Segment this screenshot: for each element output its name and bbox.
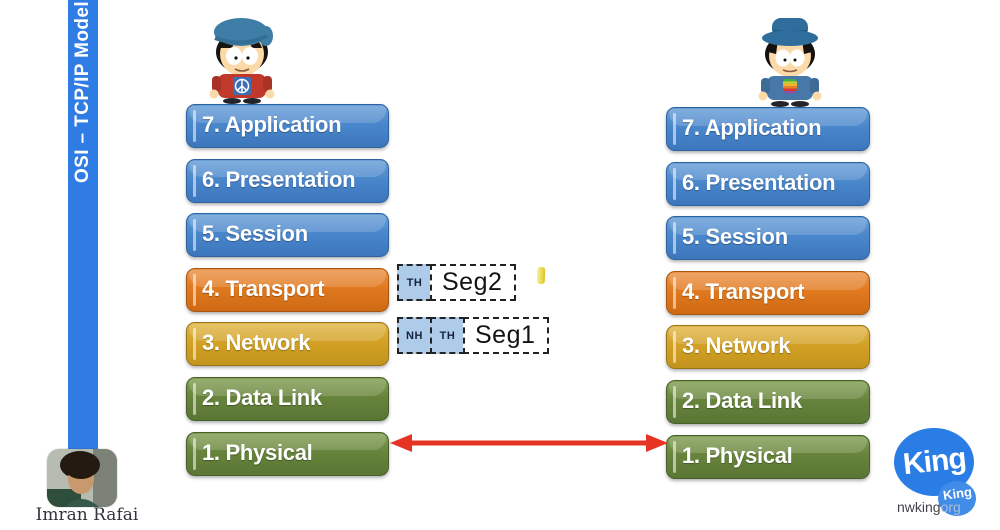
segment-headers: NH TH — [397, 317, 465, 354]
yellow-marker-icon — [536, 266, 546, 285]
osi-layer-label: 1. Physical — [682, 442, 793, 468]
osi-layer-label: 1. Physical — [202, 439, 313, 465]
osi-layer-label: 2. Data Link — [202, 385, 322, 411]
osi-layer-label: 7. Application — [202, 112, 342, 138]
channel-logo-label: King — [901, 441, 967, 482]
segment-label: Seg1 — [463, 317, 550, 354]
presenter-name: Imran Rafai — [35, 505, 139, 525]
osi-layer: 4. Transport — [666, 270, 870, 315]
title-banner-label: OSI – TCP/IP Model — [72, 0, 93, 184]
pdu-header-cell: TH — [430, 317, 465, 354]
osi-layer-label: 5. Session — [202, 221, 308, 247]
osi-layer-label: 4. Transport — [682, 279, 805, 305]
osi-layer: 7. Application — [186, 104, 389, 148]
cartoon-character-beanie-icon — [209, 18, 275, 104]
osi-layer-label: 2. Data Link — [682, 388, 802, 414]
osi-layer: 5. Session — [186, 213, 389, 258]
pdu-header-cell: TH — [397, 264, 432, 301]
osi-layer-label: 7. Application — [682, 115, 822, 141]
osi-layer-label: 4. Transport — [202, 276, 325, 302]
presenter-photo — [47, 449, 117, 507]
osi-stack-right: 7. Application 6. Presentation 5. Sessio… — [666, 107, 870, 479]
osi-layer: 2. Data Link — [666, 379, 870, 424]
osi-layer: 1. Physical — [666, 434, 870, 479]
osi-stack-left: 7. Application 6. Presentation 5. Sessio… — [186, 104, 389, 476]
physical-link-arrow-icon — [390, 434, 668, 452]
osi-layer-label: 5. Session — [682, 224, 788, 250]
pdu-header-cell: NH — [397, 317, 432, 354]
channel-logo-small: King — [938, 481, 976, 516]
osi-layer: 3. Network — [666, 325, 870, 370]
site-suffix: org — [940, 499, 961, 515]
segment-row-seg1: NH TH Seg1 — [397, 317, 550, 354]
cartoon-character-fedora-icon — [758, 18, 822, 107]
osi-layer: 5. Session — [666, 216, 870, 261]
segment-row-seg2: TH Seg2 — [397, 264, 517, 301]
site-text: nwkingorg — [897, 499, 961, 515]
osi-layer: 6. Presentation — [186, 158, 389, 203]
title-banner — [68, 0, 98, 503]
osi-layer: 2. Data Link — [186, 376, 389, 421]
segment-label: Seg2 — [430, 264, 517, 301]
site-name: nwking — [897, 499, 941, 515]
osi-layer: 4. Transport — [186, 267, 389, 312]
osi-layer: 1. Physical — [186, 431, 389, 476]
osi-layer: 3. Network — [186, 322, 389, 367]
osi-layer-label: 6. Presentation — [682, 169, 836, 195]
osi-layer: 7. Application — [666, 107, 870, 151]
osi-layer-label: 6. Presentation — [202, 166, 356, 192]
osi-layer-label: 3. Network — [682, 333, 791, 359]
segment-headers: TH — [397, 264, 432, 301]
osi-layer: 6. Presentation — [666, 161, 870, 206]
osi-layer-label: 3. Network — [202, 330, 311, 356]
